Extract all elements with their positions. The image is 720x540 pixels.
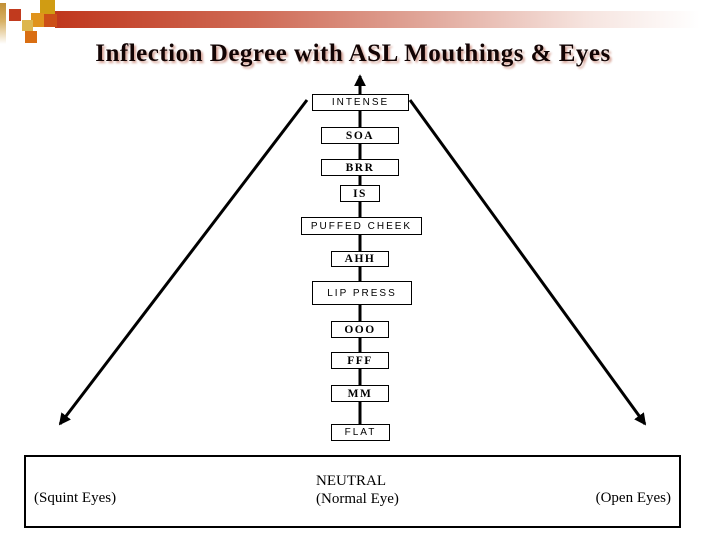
diagram-box-soa: SOA xyxy=(321,127,399,144)
legend-neutral: NEUTRAL (Normal Eye) xyxy=(316,472,399,508)
header-banner xyxy=(55,11,720,28)
diagram-box-ooo: OOO xyxy=(331,321,389,338)
legend-neutral-line2: (Normal Eye) xyxy=(316,491,399,507)
diagram-box-is: IS xyxy=(340,185,380,202)
diagram-box-fff: FFF xyxy=(331,352,389,369)
legend-squint-eyes: (Squint Eyes) xyxy=(34,490,117,506)
bottom-legend-box: (Squint Eyes) NEUTRAL (Normal Eye) (Open… xyxy=(24,455,681,528)
legend-open-eyes: (Open Eyes) xyxy=(595,490,671,506)
accent-square-dark-red xyxy=(9,9,21,21)
accent-square-gold xyxy=(40,0,55,14)
left-down-arrow xyxy=(58,99,309,426)
diagram-box-lip-press: LIP PRESS xyxy=(312,281,412,305)
diagram-box-intense: INTENSE xyxy=(312,94,409,111)
accent-square-red-orange xyxy=(44,14,57,27)
right-down-arrow xyxy=(408,99,647,426)
diagram-box-ahh: AHH xyxy=(331,251,389,267)
diagram-box-puffed-cheek: PUFFED CHEEK xyxy=(301,217,422,235)
diagram-box-brr: BRR xyxy=(321,159,399,176)
slide-title: Inflection Degree with ASL Mouthings & E… xyxy=(95,40,611,67)
diagram-box-mm: MM xyxy=(331,385,389,402)
accent-strip xyxy=(0,3,6,44)
accent-square-bottom-orange xyxy=(25,31,37,43)
accent-square-khaki xyxy=(22,20,33,31)
legend-neutral-line1: NEUTRAL xyxy=(316,473,386,489)
diagram-box-flat: FLAT xyxy=(331,424,390,441)
accent-square-orange xyxy=(31,13,44,27)
